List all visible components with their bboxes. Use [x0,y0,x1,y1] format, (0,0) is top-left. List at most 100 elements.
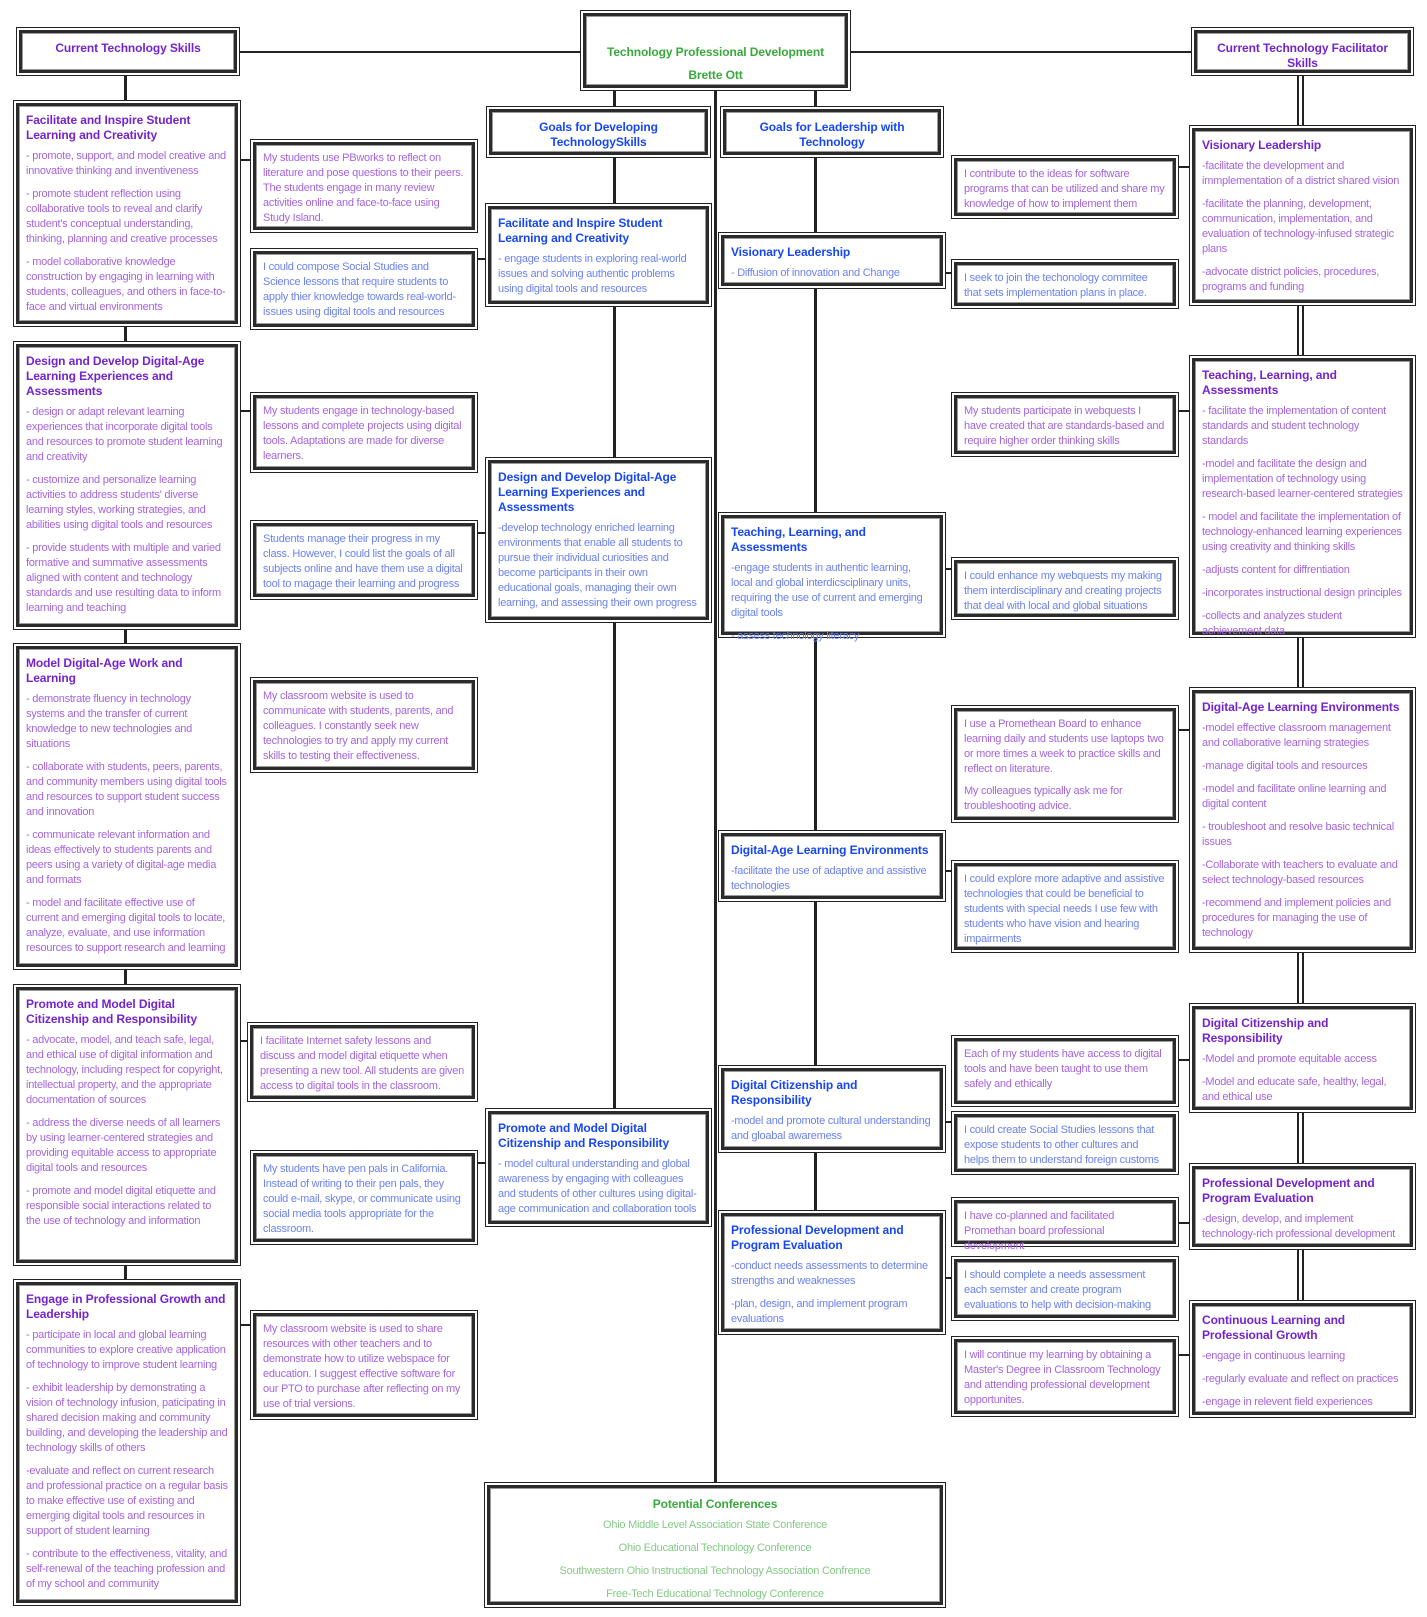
reflection-note: My classroom website is used to communic… [250,677,478,773]
standard-bullet: -incorporates instructional design princ… [1202,587,1402,599]
reflection-text: My colleagues typically ask me for troub… [964,785,1123,812]
standard-title: Facilitate and Inspire Student Learning … [498,216,663,245]
goal-standard: Design and Develop Digital-Age Learning … [485,457,712,623]
facilitator-standard: Digital Citizenship and Responsibility-M… [1189,1003,1416,1113]
connector-line [241,410,251,412]
standard-title: Professional Development and Program Eva… [1202,1176,1375,1205]
standard-bullet: -facilitate the use of adaptive and assi… [731,865,927,892]
facilitator-standard: Continuous Learning and Professional Gro… [1189,1300,1416,1418]
standard-bullet: -model and facilitate the design and imp… [1202,458,1403,500]
standard-title: Digital-Age Learning Environments [1202,700,1400,714]
standard-bullet: -develop technology enriched learning en… [498,522,697,609]
goals-developing-header: Goals for Developing TechnologySkills [486,106,711,158]
standard-bullet: -Model and promote equitable access [1202,1053,1377,1065]
goal-standard: Promote and Model Digital Citizenship an… [485,1108,712,1227]
standard-bullet: - model cultural understanding and globa… [498,1158,697,1215]
standard-bullet: -engage in relevent field experiences [1202,1396,1373,1408]
reflection-text: I could explore more adaptive and assist… [964,873,1165,945]
standard-bullet: - assess technology literacy [731,630,860,642]
leadership-goal-standard: Professional Development and Program Eva… [718,1210,946,1335]
reflection-text: I should complete a needs assessment eac… [964,1269,1151,1311]
reflection-text: My students participate in webquests I h… [964,405,1165,447]
reflection-text: Each of my students have access to digit… [964,1048,1162,1090]
standard-bullet: -manage digital tools and resources [1202,760,1368,772]
current-skill-standard: Promote and Model Digital Citizenship an… [13,984,241,1266]
standard-bullet: -regularly evaluate and reflect on pract… [1202,1373,1399,1385]
standard-bullet: - promote and model digital etiquette an… [26,1185,216,1227]
standard-bullet: - troubleshoot and resolve basic technic… [1202,821,1394,848]
standard-bullet: -design, develop, and implement technolo… [1202,1213,1396,1240]
leadership-goal-standard: Visionary Leadership- Diffusion of innov… [718,232,946,289]
reflection-text: My classroom website is used to communic… [263,690,454,762]
section-title: Current Technology Skills [55,41,201,55]
leadership-goal-standard: Digital Citizenship and Responsibility-m… [718,1065,946,1153]
standard-bullet: - model and facilitate effective use of … [26,897,226,954]
standard-bullet: - model collaborative knowledge construc… [26,256,226,313]
standard-bullet: -recommend and implement policies and pr… [1202,897,1391,939]
reflection-text: My students use PBworks to reflect on li… [263,152,464,224]
reflection-note: Each of my students have access to digit… [951,1035,1179,1107]
reflection-text: I could compose Social Studies and Scien… [263,261,456,318]
reflection-text: Students manage their progress in my cla… [263,533,463,590]
standard-bullet: -plan, design, and implement program eva… [731,1298,908,1325]
connector-line [945,568,952,570]
reflection-text: I use a Promethean Board to enhance lear… [964,718,1164,775]
standard-title: Visionary Leadership [1202,138,1322,152]
connector-line [477,1162,486,1164]
facilitator-standard: Digital-Age Learning Environments -model … [1189,687,1416,953]
standard-bullet: - participate in local and global learni… [26,1329,226,1371]
current-skill-standard: Facilitate and Inspire Student Learning … [13,100,241,327]
section-title: Goals for Leadership with Technology [759,120,905,149]
current-skill-standard: Model Digital-Age Work and Learning- dem… [13,643,241,970]
goals-leadership-trunk-line [814,91,817,1210]
standard-bullet: -model effective classroom management an… [1202,722,1391,749]
leadership-goal-standard: Teaching, Learning, and Assessments -enga… [718,512,946,642]
reflection-note: I could explore more adaptive and assist… [951,860,1179,953]
reflection-note: I facilitate Internet safety lessons and… [247,1022,478,1102]
current-technology-skills-header: Current Technology Skills [16,27,240,76]
reflection-text: My students have pen pals in California.… [263,1163,461,1235]
standard-title: Continuous Learning and Professional Gro… [1202,1313,1346,1342]
reflection-text: I will continue my learning by obtaining… [964,1349,1161,1406]
reflection-note: My classroom website is used to share re… [250,1310,478,1420]
reflection-note: I seek to join the techonology commitee … [951,259,1179,309]
standard-bullet: -Collaborate with teachers to evaluate a… [1202,859,1398,886]
standard-bullet: - exhibit leadership by demonstrating a … [26,1382,228,1454]
standard-bullet: - collaborate with students, peers, pare… [26,761,227,818]
facilitator-standard: Professional Development and Program Eva… [1189,1163,1416,1250]
conference-item: Ohio Middle Level Association State Conf… [603,1519,827,1531]
standard-bullet: - provide students with multiple and var… [26,542,221,614]
standard-bullet: - engage students in exploring real-worl… [498,253,687,295]
reflection-text: I could enhance my webquests my making t… [964,570,1162,612]
standard-bullet: - advocate, model, and teach safe, legal… [26,1034,223,1106]
reflection-note: I could compose Social Studies and Scien… [250,248,478,330]
reflection-text: I have co-planned and facilitated Promet… [964,1210,1115,1252]
standard-bullet: -facilitate the planning, development, c… [1202,198,1394,255]
standard-title: Digital-Age Learning Environments [731,843,929,857]
connector-line [477,258,486,260]
connector-line [945,1121,952,1123]
reflection-note: Students manage their progress in my cla… [250,520,478,600]
standard-bullet: - promote student reflection using colla… [26,188,218,245]
conference-item: Southwestern Ohio Instructional Technolo… [559,1565,871,1577]
standard-bullet: -adjusts content for diffrentiation [1202,564,1350,576]
standard-title: Teaching, Learning, and Assessments [731,525,866,554]
reflection-text: I could create Social Studies lessons th… [964,1124,1159,1166]
facilitator-skills-header: Current Technology Facilitator Skills [1191,27,1414,76]
reflection-note: I should complete a needs assessment eac… [951,1256,1179,1321]
goals-leadership-header: Goals for Leadership with Technology [720,106,944,158]
standard-bullet: - Diffusion of innovation and Change [731,267,900,279]
standard-title: Design and Develop Digital-Age Learning … [26,354,205,398]
conferences-title: Potential Conferences [652,1497,778,1511]
standard-title: Promote and Model Digital Citizenship an… [498,1121,670,1150]
connector-line [1179,1354,1190,1356]
standard-bullet: -Model and educate safe, healthy, legal,… [1202,1076,1387,1103]
connector-line [1179,166,1190,168]
standard-title: Promote and Model Digital Citizenship an… [26,997,198,1026]
goal-standard: Facilitate and Inspire Student Learning … [485,203,712,307]
reflection-note: My students participate in webquests I h… [951,392,1179,457]
standard-bullet: -engage students in authentic learning, … [731,562,923,619]
reflection-text: My students engage in technology-based l… [263,405,462,462]
reflection-text: I seek to join the techonology commitee … [964,272,1148,299]
